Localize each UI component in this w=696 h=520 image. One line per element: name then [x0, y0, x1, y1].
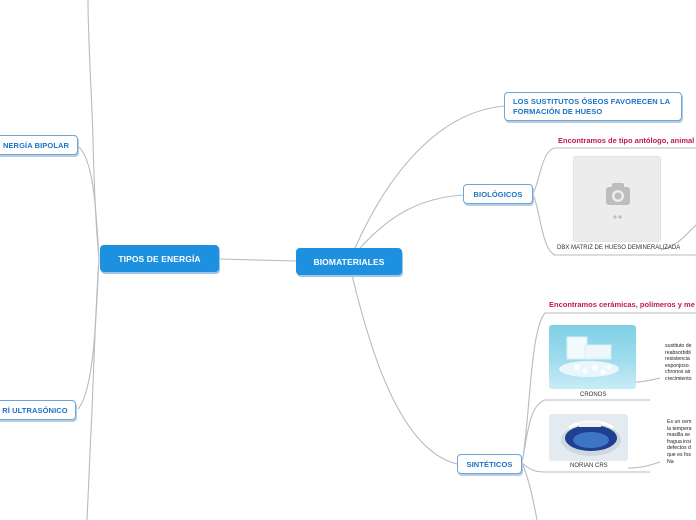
- connector-biologicos-image: [532, 193, 696, 256]
- note-biologicos: Encontramos de tipo antólogo, animal: [558, 136, 695, 145]
- node-sustitutos-oseos[interactable]: LOS SUSTITUTOS ÓSEOS FAVORECEN LA FORMAC…: [504, 92, 682, 121]
- node-tipos-de-energia[interactable]: TIPOS DE ENERGÍA: [100, 245, 219, 272]
- connector-norian-text: [627, 461, 661, 469]
- norian-caption: NORIAN CRS: [570, 463, 608, 469]
- node-biomateriales[interactable]: BIOMATERIALES: [296, 248, 402, 275]
- node-sinteticos[interactable]: SINTÉTICOS: [457, 454, 522, 474]
- cronos-image[interactable]: [549, 325, 636, 389]
- norian-description: Es un cem la tempera masilla se fragua i…: [667, 419, 692, 465]
- cronos-description: sustituto de reabsorbibl resistencia esp…: [665, 343, 692, 382]
- node-sinteticos-label: SINTÉTICOS: [466, 459, 513, 469]
- connector-cronos-text: [635, 377, 661, 383]
- connector-sinteticos-lower: [521, 462, 538, 520]
- node-biologicos[interactable]: BIOLÓGICOS: [463, 184, 533, 204]
- dbx-caption: DBX MATRIZ DE HUESO DEMINERALIZADA: [557, 245, 681, 251]
- connector-bio-sustitutos: [354, 105, 505, 249]
- connector-bio-biologicos: [359, 194, 464, 249]
- norian-package-picture: [561, 420, 621, 456]
- connector-sinteticos-note: [521, 312, 696, 464]
- node-energia-bipolar-label: NERGÍA BIPOLAR: [2, 140, 70, 150]
- node-biomateriales-label: BIOMATERIALES: [313, 256, 385, 267]
- node-biologicos-label: BIOLÓGICOS: [473, 189, 523, 199]
- dbx-image-placeholder[interactable]: [573, 156, 661, 242]
- cronos-caption: CRONOS: [580, 392, 607, 398]
- connector-sinteticos-norian: [521, 462, 650, 473]
- connector-left-trunk: [87, 0, 100, 259]
- node-ultrasonico-label: RÍ ULTRASÓNICO: [2, 405, 68, 415]
- camera-placeholder-icon: [606, 183, 630, 219]
- cronos-bone-graft-picture: [559, 336, 619, 377]
- connector-sinteticos-cronos: [521, 399, 650, 464]
- node-tipos-de-energia-label: TIPOS DE ENERGÍA: [118, 253, 201, 264]
- connector-tipos-ultrasonico: [77, 257, 100, 410]
- connector-tipos-biomateriales: [218, 258, 297, 262]
- node-energia-bipolar[interactable]: NERGÍA BIPOLAR: [0, 135, 78, 155]
- connector-bio-sinteticos: [351, 274, 458, 465]
- node-ultrasonico[interactable]: RÍ ULTRASÓNICO: [0, 400, 76, 420]
- connector-tipos-bipolar: [77, 145, 100, 259]
- note-sinteticos: Encontramos cerámicas, polímeros y me: [549, 300, 695, 309]
- connector-dbx-right: [660, 224, 696, 251]
- norian-image[interactable]: [549, 414, 628, 461]
- connector-biologicos-note: [532, 147, 696, 195]
- node-sustitutos-oseos-label: LOS SUSTITUTOS ÓSEOS FAVORECEN LA FORMAC…: [513, 96, 670, 116]
